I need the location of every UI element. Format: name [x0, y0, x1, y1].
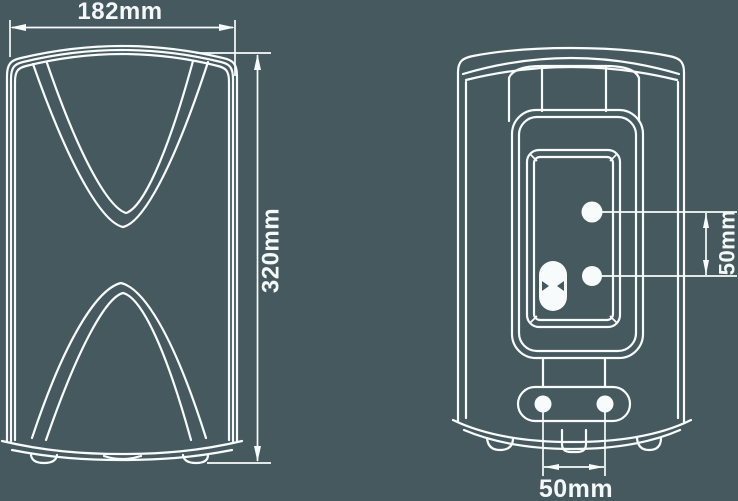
mount-hole-top	[581, 201, 603, 223]
front-grille-curve-inner	[45, 59, 195, 215]
plate-chamfer-marks	[529, 153, 618, 324]
bracket-hole-left	[534, 395, 552, 413]
front-foot-left	[29, 453, 59, 465]
front-foot-center	[102, 454, 143, 461]
front-arch-inner	[44, 291, 193, 442]
rear-base-upper	[451, 418, 693, 444]
bracket-arrow-right	[589, 464, 604, 470]
front-height-label: 320mm	[257, 207, 285, 294]
bracket-extension-lines	[542, 412, 606, 476]
rear-hole-spacing-label: 50mm	[714, 209, 738, 276]
width-extension-lines	[9, 20, 236, 76]
height-extension-lines	[196, 52, 271, 464]
front-arch-outer	[30, 281, 208, 440]
rear-panel-inner	[517, 115, 638, 353]
front-body-bevel-2	[13, 52, 231, 442]
rear-view	[451, 46, 693, 454]
front-grille-curve-outer	[31, 60, 210, 229]
rear-body-outline	[456, 46, 686, 424]
front-base-upper	[0, 439, 244, 456]
rear-mount-plate-inner	[532, 155, 615, 322]
front-view	[0, 44, 244, 465]
front-width-label: 182mm	[77, 0, 163, 25]
keyhole-notch-right	[557, 281, 564, 291]
rear-center-tab	[560, 428, 588, 454]
rear-hole-arrow-bottom	[703, 260, 709, 275]
rear-mount-plate-outer	[525, 148, 622, 329]
keyhole-slot	[539, 261, 567, 311]
rear-recess-shoulder	[507, 64, 641, 80]
front-foot-right	[181, 453, 210, 465]
width-arrow-left	[10, 24, 26, 31]
rear-top-rim	[461, 56, 681, 76]
rear-panel-outer	[510, 108, 645, 360]
rear-foot-left	[485, 436, 515, 452]
keyhole-notch-left	[542, 281, 549, 291]
front-body-bevel-1	[9, 48, 235, 443]
rear-base-lower	[462, 428, 682, 451]
rear-foot-right	[635, 436, 663, 452]
dimension-lines	[9, 20, 737, 476]
height-arrow-bottom	[254, 446, 261, 462]
height-arrow-top	[254, 54, 261, 70]
rear-bracket	[516, 385, 632, 423]
bracket-hole-right	[596, 395, 614, 413]
mount-hole-bottom	[582, 266, 602, 286]
width-arrow-right	[219, 24, 235, 31]
rear-hole-leader-lines	[602, 211, 737, 277]
rear-hole-arrow-top	[703, 213, 709, 228]
rear-top-band	[464, 65, 679, 82]
front-body-outline	[5, 44, 239, 443]
bracket-arrow-left	[544, 464, 559, 470]
bracket-spacing-label: 50mm	[538, 475, 614, 501]
